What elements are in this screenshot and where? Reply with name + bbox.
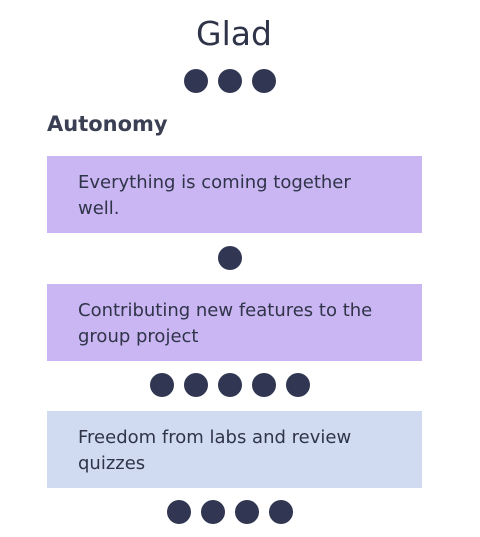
rating-dot <box>252 69 276 93</box>
rating-dot <box>184 69 208 93</box>
entry-rating <box>0 246 460 270</box>
rating-dot <box>286 373 310 397</box>
rating-dot <box>218 373 242 397</box>
rating-dot <box>235 500 259 524</box>
entry-text: Freedom from labs and review quizzes <box>78 427 352 474</box>
entry-card: Contributing new features to the group p… <box>47 284 422 361</box>
entry-rating <box>0 373 460 397</box>
rating-dot <box>252 373 276 397</box>
entry-card: Everything is coming together well. <box>47 156 422 233</box>
section-heading: Autonomy <box>47 112 168 136</box>
rating-dot <box>184 373 208 397</box>
entry-rating <box>0 500 460 524</box>
entry-text: Everything is coming together well. <box>78 172 351 219</box>
rating-dot <box>150 373 174 397</box>
rating-dot <box>269 500 293 524</box>
page-title: Glad <box>196 14 272 53</box>
rating-dot <box>167 500 191 524</box>
entry-card: Freedom from labs and review quizzes <box>47 411 422 488</box>
entry-text: Contributing new features to the group p… <box>78 300 373 347</box>
header-rating <box>0 69 460 93</box>
rating-dot <box>218 69 242 93</box>
rating-dot <box>218 246 242 270</box>
rating-dot <box>201 500 225 524</box>
